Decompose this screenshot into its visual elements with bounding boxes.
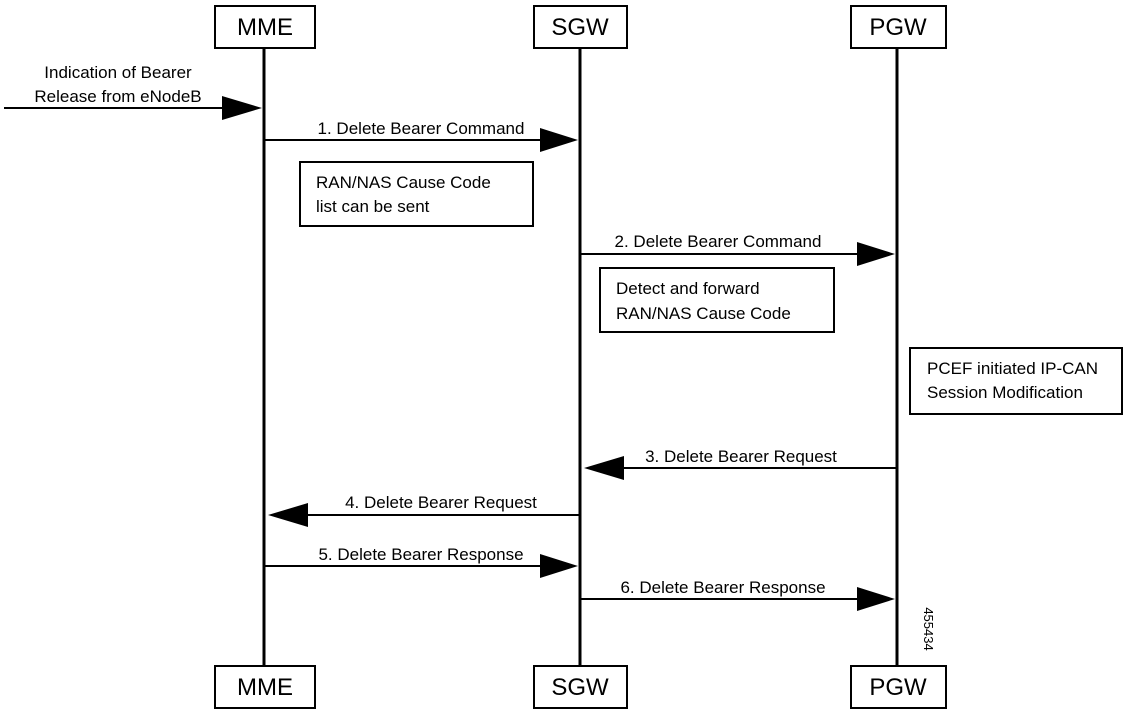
sgw-label-top: SGW xyxy=(551,14,609,41)
pgw-label-bottom: PGW xyxy=(869,674,927,701)
message-1-label: 1. Delete Bearer Command xyxy=(318,119,525,138)
sgw-label-bottom: SGW xyxy=(551,674,609,701)
message-4-arrow xyxy=(268,503,580,527)
message-6-label: 6. Delete Bearer Response xyxy=(620,578,825,597)
trigger-label-line2: Release from eNodeB xyxy=(34,87,201,106)
message-3-arrow xyxy=(584,456,897,480)
note-3-line2: Session Modification xyxy=(927,383,1083,402)
mme-box-bottom: MME xyxy=(214,665,316,709)
pgw-box-top: PGW xyxy=(850,5,947,49)
message-1-arrow xyxy=(264,128,578,152)
figure-id: 455434 xyxy=(921,607,936,650)
trigger-label-line1: Indication of Bearer xyxy=(44,63,192,82)
mme-label-bottom: MME xyxy=(237,674,293,701)
note-3-box: PCEF initiated IP-CAN Session Modificati… xyxy=(909,347,1123,415)
message-5-label: 5. Delete Bearer Response xyxy=(318,545,523,564)
sgw-box-top: SGW xyxy=(533,5,628,49)
message-2-label: 2. Delete Bearer Command xyxy=(615,232,822,251)
message-3-label: 3. Delete Bearer Request xyxy=(645,447,837,466)
trigger-arrow xyxy=(4,96,262,120)
note-2-box: Detect and forward RAN/NAS Cause Code xyxy=(599,267,835,333)
mme-box-top: MME xyxy=(214,5,316,49)
mme-label-top: MME xyxy=(237,14,293,41)
note-1-line2: list can be sent xyxy=(316,197,430,216)
note-3-line1: PCEF initiated IP-CAN xyxy=(927,359,1098,378)
note-2-line1: Detect and forward xyxy=(616,279,760,298)
note-1-box: RAN/NAS Cause Code list can be sent xyxy=(299,161,534,227)
message-5-arrow xyxy=(264,554,578,578)
pgw-label-top: PGW xyxy=(869,14,927,41)
note-1-line1: RAN/NAS Cause Code xyxy=(316,173,491,192)
message-4-label: 4. Delete Bearer Request xyxy=(345,493,537,512)
message-6-arrow xyxy=(580,587,895,611)
pgw-box-bottom: PGW xyxy=(850,665,947,709)
note-2-line2: RAN/NAS Cause Code xyxy=(616,304,791,323)
sgw-box-bottom: SGW xyxy=(533,665,628,709)
message-2-arrow xyxy=(580,242,895,266)
